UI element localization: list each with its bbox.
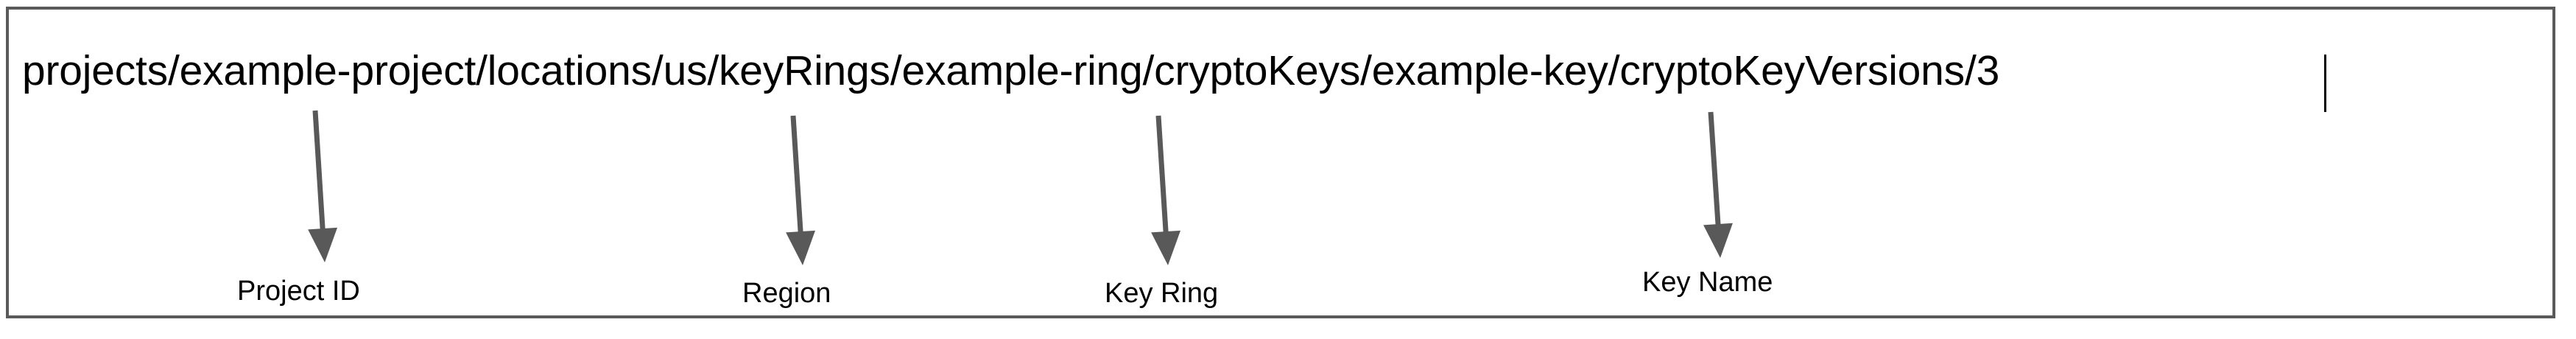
arrow-project-id bbox=[308, 110, 1733, 265]
annotation-arrow-project-id bbox=[308, 110, 338, 262]
annotation-label-key-ring: Key Ring bbox=[1105, 278, 1219, 309]
annotation-arrow-key-ring bbox=[1151, 115, 1181, 265]
annotation-arrow-region bbox=[786, 115, 816, 265]
annotation-arrow-key-name bbox=[1703, 111, 1733, 258]
annotation-label-project-id: Project ID bbox=[237, 276, 360, 307]
annotation-label-region: Region bbox=[742, 278, 831, 309]
resource-path-text[interactable]: projects/example-project/locations/us/ke… bbox=[22, 47, 2000, 94]
text-caret bbox=[2324, 55, 2326, 112]
annotation-label-key-name: Key Name bbox=[1642, 267, 1773, 298]
text-input-frame[interactable]: projects/example-project/locations/us/ke… bbox=[6, 7, 2555, 318]
